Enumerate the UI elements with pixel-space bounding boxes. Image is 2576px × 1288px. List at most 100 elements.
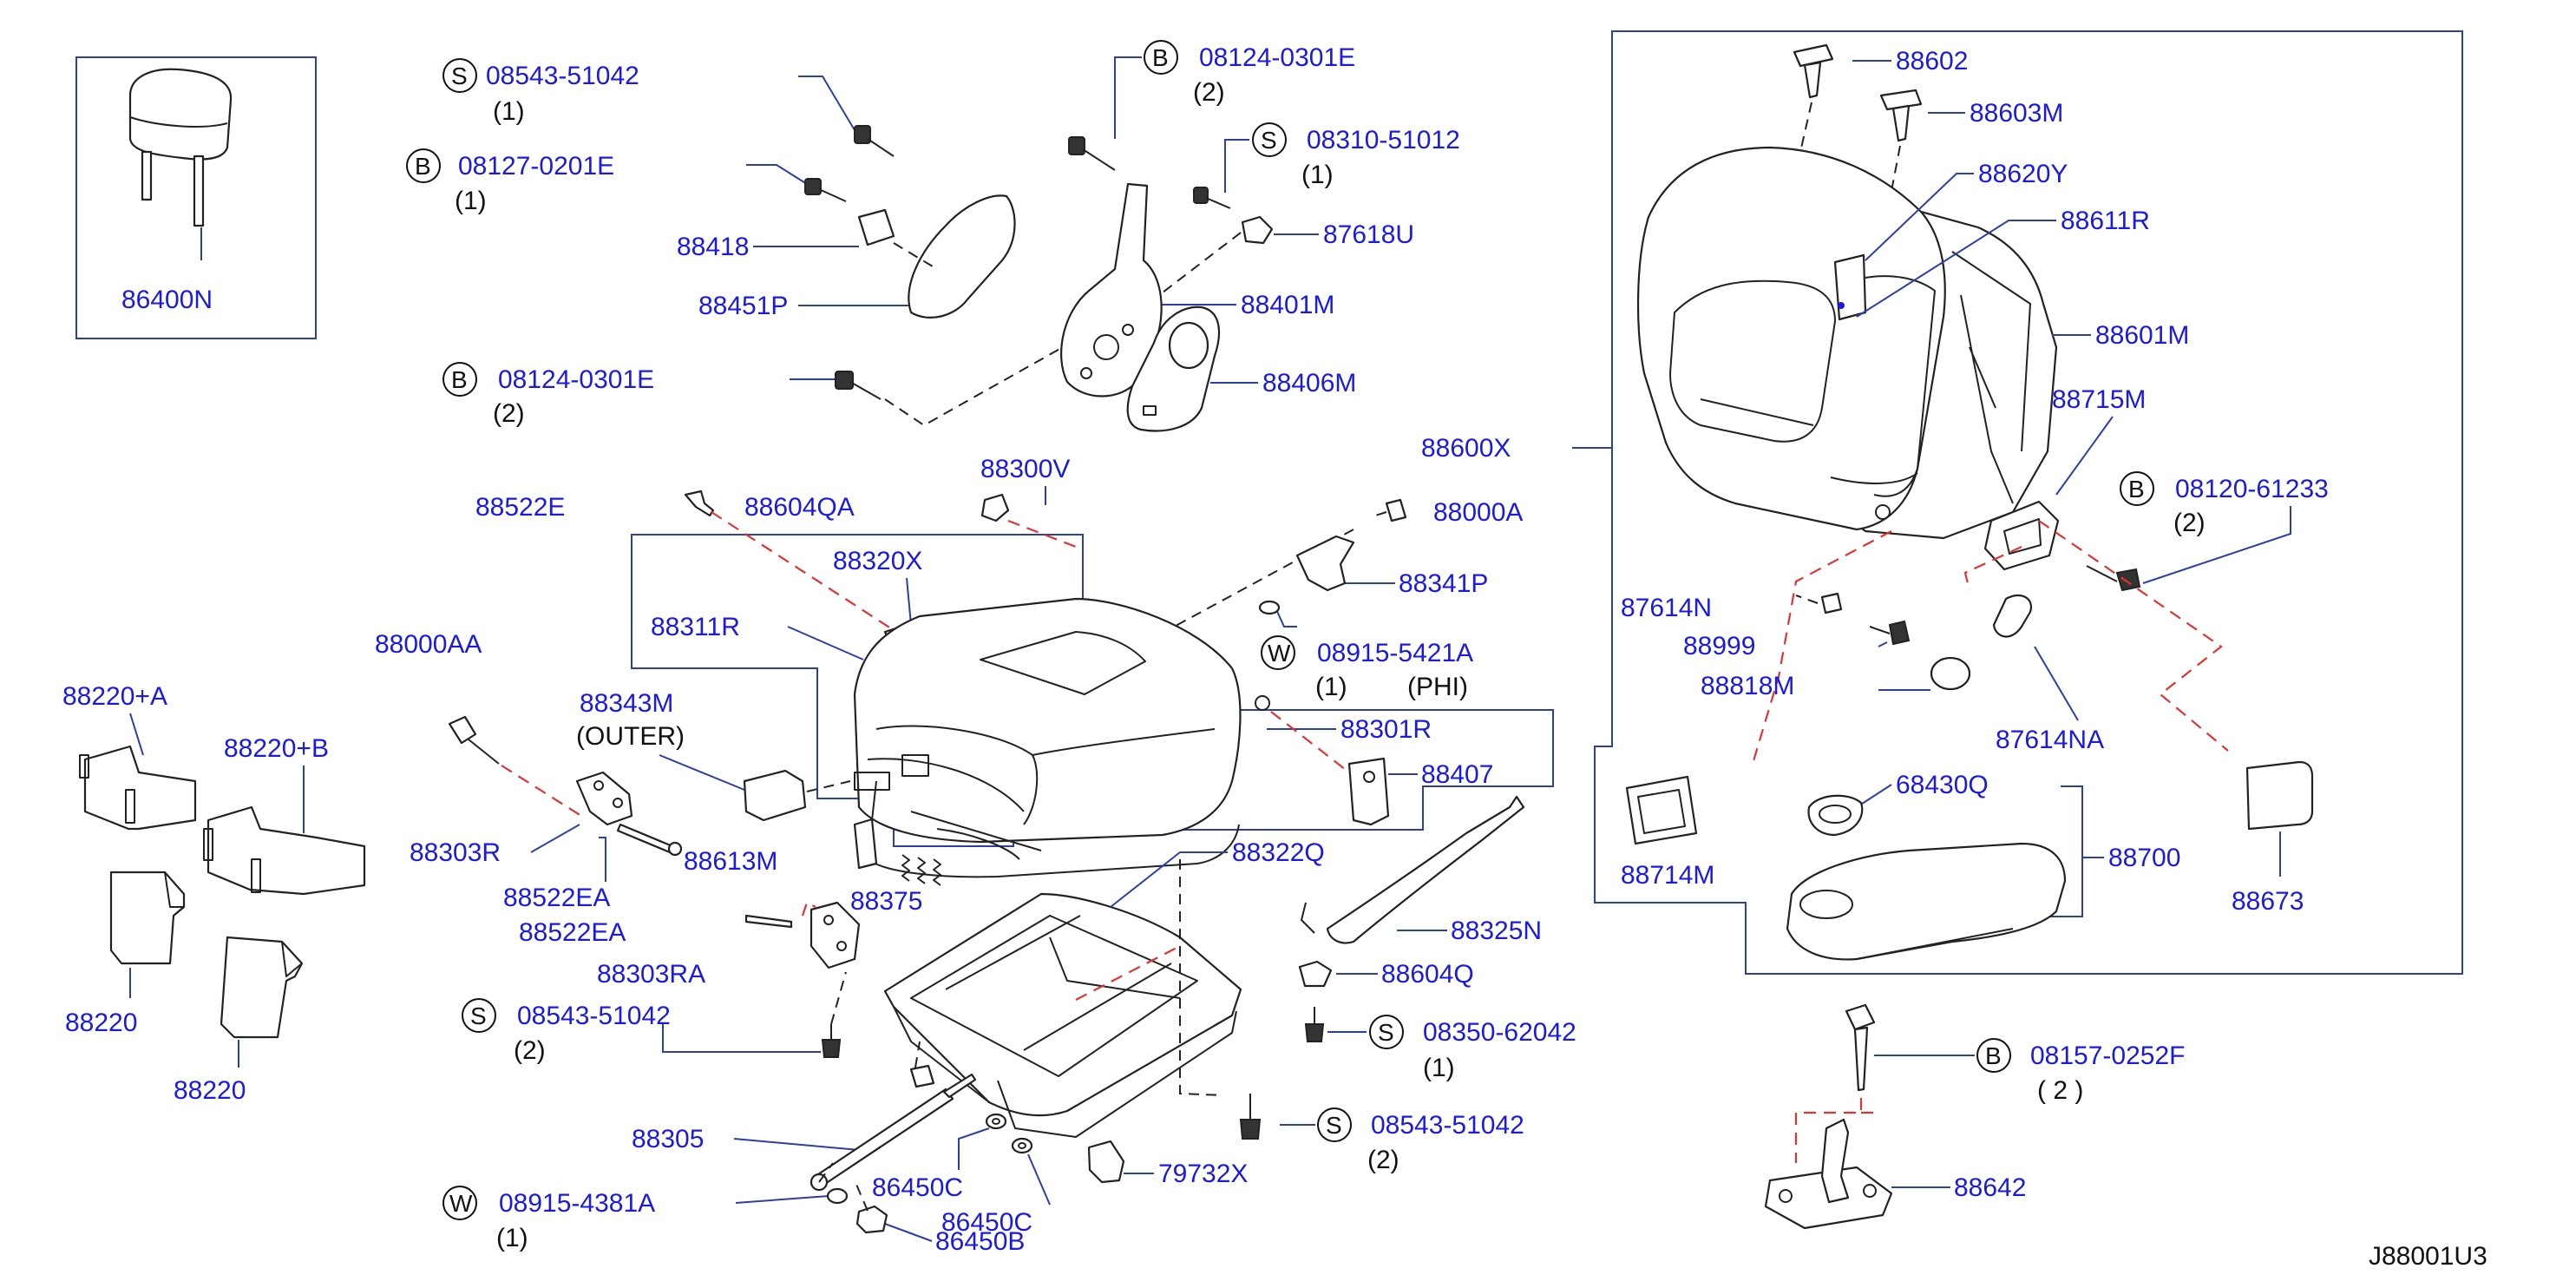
part-label-88375[interactable]: 88375 (850, 887, 922, 916)
part-label-88601m[interactable]: 88601M (2095, 321, 2189, 350)
headrest-frame (75, 56, 317, 339)
strap-88325n-drawing (1326, 795, 1525, 944)
part-label-88325n[interactable]: 88325N (1451, 917, 1542, 945)
part-label-88818m[interactable]: 88818M (1701, 672, 1794, 700)
nut-88604qa-drawing (980, 493, 1010, 522)
part-label-88220-plus-a[interactable]: 88220+A (62, 682, 167, 711)
part-label-86450c-2[interactable]: 86450C (941, 1208, 1032, 1237)
svg-text:B: B (1152, 44, 1169, 71)
tag-88620y-drawing (1833, 253, 1867, 321)
plug-87614n-drawing (1820, 592, 1843, 614)
part-label-88451p[interactable]: 88451P (698, 292, 788, 320)
part-label-88611r[interactable]: 88611R (2061, 207, 2150, 235)
part-label-88303ra[interactable]: 88303RA (597, 960, 705, 989)
part-label-88418[interactable]: 88418 (677, 233, 749, 261)
symbol-b-08127-0201e: B (406, 148, 441, 183)
part-label-08543-51042-left[interactable]: 08543-51042 (517, 1002, 671, 1030)
part-label-08915-5421a[interactable]: 08915-5421A (1317, 639, 1473, 667)
svg-text:B: B (1985, 1042, 2002, 1069)
cover-88343m-drawing (743, 769, 807, 822)
part-label-88604q[interactable]: 88604Q (1381, 960, 1474, 989)
part-label-88401m[interactable]: 88401M (1241, 291, 1334, 319)
part-label-88407[interactable]: 88407 (1421, 760, 1493, 789)
part-label-08915-4381a[interactable]: 08915-4381A (499, 1189, 655, 1218)
part-label-88613m[interactable]: 88613M (684, 847, 777, 876)
part-label-08127-0201e[interactable]: 08127-0201E (458, 152, 614, 181)
part-label-88714m[interactable]: 88714M (1621, 861, 1714, 890)
part-label-86450c-1[interactable]: 86450C (872, 1173, 963, 1202)
part-label-88300v[interactable]: 88300V (980, 455, 1070, 483)
part-label-88320x[interactable]: 88320X (833, 547, 922, 575)
part-label-08124-0301e-top[interactable]: 08124-0301E (1199, 43, 1355, 72)
part-label-88220-plus-b[interactable]: 88220+B (224, 734, 329, 763)
cover-88220a-drawing (83, 745, 197, 831)
qty-08127-0201e: (1) (455, 187, 487, 215)
clip-79732x-drawing (1087, 1140, 1125, 1184)
part-label-88522ea-2[interactable]: 88522EA (519, 918, 626, 947)
symbol-w-08915-4381a: W (442, 1186, 477, 1220)
part-label-87614na[interactable]: 87614NA (1996, 726, 2104, 754)
svg-text:S: S (1378, 1019, 1394, 1046)
symbol-b-08124-0301e-mid: B (442, 362, 477, 397)
part-label-88620y[interactable]: 88620Y (1978, 160, 2068, 188)
part-label-08350-62042[interactable]: 08350-62042 (1423, 1018, 1576, 1047)
part-label-88700[interactable]: 88700 (2108, 844, 2180, 872)
part-label-88303r[interactable]: 88303R (410, 838, 501, 867)
part-label-88000aa[interactable]: 88000AA (375, 630, 482, 659)
part-label-87614n[interactable]: 87614N (1621, 594, 1712, 622)
qty-08310-51012: (1) (1301, 161, 1334, 189)
qty-08543-51042-left: (2) (514, 1036, 546, 1065)
part-label-08157-0252f[interactable]: 08157-0252F (2030, 1042, 2185, 1070)
part-label-88305[interactable]: 88305 (632, 1125, 704, 1153)
screw-icon-4 (1304, 1007, 1325, 1042)
bolt-88000a-drawing (1385, 498, 1407, 522)
part-label-08543-51042-bottom[interactable]: 08543-51042 (1371, 1111, 1524, 1140)
part-label-88522ea-1[interactable]: 88522EA (503, 884, 610, 912)
part-label-88602[interactable]: 88602 (1896, 47, 1968, 76)
recliner-88401m-drawing (1060, 182, 1163, 398)
qty-08543-51042-top: (1) (493, 97, 525, 126)
part-label-08120-61233[interactable]: 08120-61233 (2175, 475, 2329, 503)
qty-08157-0252f: ( 2 ) (2037, 1076, 2083, 1105)
part-label-08543-51042-top[interactable]: 08543-51042 (486, 62, 639, 90)
part-label-88603m[interactable]: 88603M (1970, 99, 2063, 128)
headrest-drawing (128, 68, 233, 227)
part-label-88301r[interactable]: 88301R (1340, 715, 1432, 744)
part-label-88642[interactable]: 88642 (1954, 1173, 2026, 1202)
part-label-88000a[interactable]: 88000A (1433, 498, 1523, 527)
part-label-88311r[interactable]: 88311R (651, 613, 740, 641)
part-label-88220-2[interactable]: 88220 (174, 1076, 246, 1105)
bolt-icon (804, 178, 847, 202)
cap-88818m-drawing (1930, 656, 1971, 691)
part-label-88341p[interactable]: 88341P (1399, 569, 1488, 598)
part-label-88522e[interactable]: 88522E (475, 493, 565, 522)
screw-icon (854, 125, 895, 157)
part-label-88406m[interactable]: 88406M (1262, 369, 1356, 398)
part-label-86450b[interactable]: 86450B (935, 1227, 1025, 1256)
part-label-88600x[interactable]: 88600X (1421, 434, 1511, 463)
bolt-88999-drawing (1869, 620, 1911, 646)
part-label-88322q[interactable]: 88322Q (1232, 838, 1325, 867)
washer-86450c-1-drawing (985, 1113, 1007, 1130)
clip-88602-drawing (1793, 43, 1834, 99)
headrest-part-label[interactable]: 86400N (121, 286, 213, 314)
part-label-88715m[interactable]: 88715M (2052, 385, 2146, 414)
part-label-88673[interactable]: 88673 (2232, 887, 2304, 916)
bolt-icon-4 (2086, 565, 2141, 592)
svg-text:W: W (1268, 640, 1291, 667)
part-label-88343m[interactable]: 88343M (580, 689, 673, 718)
part-label-08124-0301e-mid[interactable]: 08124-0301E (498, 365, 654, 394)
part-label-87618u[interactable]: 87618U (1323, 220, 1414, 249)
qty-08124-0301e-top: (2) (1193, 78, 1225, 107)
part-label-88220-1[interactable]: 88220 (65, 1009, 137, 1037)
part-label-79732x[interactable]: 79732X (1158, 1160, 1248, 1188)
symbol-s-08350-62042: S (1369, 1015, 1404, 1049)
part-label-88604qa[interactable]: 88604QA (744, 493, 855, 522)
svg-text:S: S (1326, 1112, 1342, 1139)
part-label-08310-51012[interactable]: 08310-51012 (1307, 126, 1460, 154)
part-label-88999[interactable]: 88999 (1683, 632, 1755, 660)
cover-88220-1-drawing (109, 871, 186, 965)
part-label-68430q[interactable]: 68430Q (1896, 771, 1989, 799)
rod-drawing (853, 818, 878, 870)
